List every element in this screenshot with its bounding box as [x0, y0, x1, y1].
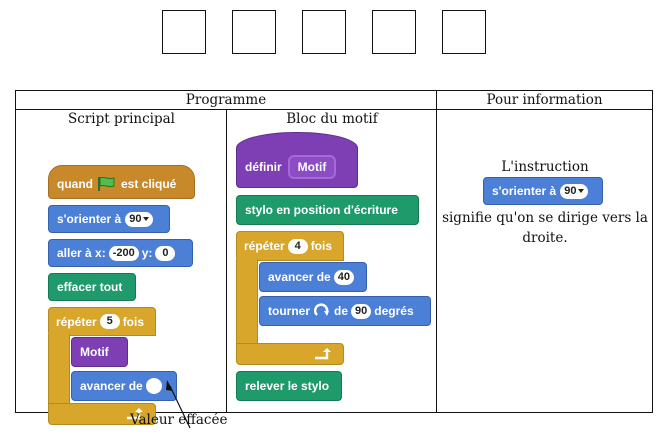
repeat-label-1: répéter: [56, 314, 97, 329]
green-flag-icon: [98, 176, 115, 191]
move-value-input[interactable]: [145, 378, 162, 394]
define-label: définir: [245, 160, 282, 174]
orient-dropdown[interactable]: 90: [125, 211, 154, 227]
define-motif-block[interactable]: définir Motif: [236, 132, 358, 188]
repeat-count-input[interactable]: 5: [99, 314, 120, 329]
info-dropdown: 90: [560, 183, 589, 199]
move-label: avancer de: [268, 270, 331, 284]
when-flag-clicked-block[interactable]: quand est cliqué: [48, 165, 195, 199]
info-line-1: L'instruction: [501, 159, 589, 175]
info-line-2: signifie qu'on se dirige vers la: [442, 210, 648, 226]
answer-square: [302, 10, 346, 54]
turn-block[interactable]: tourner de 90 degrés: [259, 296, 431, 326]
repeat-count-input[interactable]: 4: [287, 238, 308, 254]
answer-square: [372, 10, 416, 54]
motif-call-label: Motif: [80, 345, 109, 359]
orient-block[interactable]: s'orienter à 90: [48, 205, 170, 233]
turn-label-1: tourner: [268, 304, 310, 318]
repeat-block-bottom: [236, 343, 344, 365]
repeat-block-top[interactable]: [48, 307, 156, 336]
turn-value-input[interactable]: 90: [351, 303, 372, 319]
repeat-block-arm: [48, 334, 70, 406]
goto-xy-block[interactable]: aller à x: -200 y: 0: [48, 239, 193, 267]
dropdown-arrow-icon: [578, 188, 585, 193]
turn-label-2: de: [334, 304, 349, 318]
answer-square: [162, 10, 206, 54]
header-info: Pour information: [436, 90, 653, 110]
cell-script-principal: Script principal quand est cliqué s'orie…: [15, 109, 227, 429]
answer-square: [442, 10, 486, 54]
orient-label: s'orienter à: [57, 212, 122, 226]
info-orient-block: s'orienter à 90: [483, 177, 603, 205]
orient-value: 90: [129, 212, 142, 225]
flag-block-before: quand: [57, 177, 93, 191]
cell-bloc-motif: Bloc du motif définir Motif stylo en pos…: [226, 109, 437, 413]
info-block-label: s'orienter à: [492, 184, 557, 198]
pen-down-block[interactable]: stylo en position d'écriture: [236, 195, 419, 225]
program-table: Programme Pour information Script princi…: [15, 90, 653, 429]
repeat-label-1: répéter: [244, 239, 285, 253]
goto-y-label: y:: [141, 246, 153, 260]
pen-up-block[interactable]: relever le stylo: [236, 371, 342, 401]
dropdown-arrow-icon: [143, 216, 150, 221]
clear-block[interactable]: effacer tout: [48, 273, 136, 301]
motif-call-block[interactable]: Motif: [71, 337, 128, 367]
repeat-label-2: fois: [122, 314, 145, 329]
repeat-label-2: fois: [310, 239, 333, 253]
repeat-block-label: répéter 5 fois: [48, 307, 156, 336]
move-block[interactable]: avancer de: [71, 371, 177, 401]
define-name-field[interactable]: Motif: [287, 155, 337, 179]
move-value-input[interactable]: 40: [333, 269, 354, 285]
answer-square: [232, 10, 276, 54]
annotation-arrow-icon: [166, 380, 191, 429]
repeat-block-arm: [236, 259, 258, 347]
loop-arrow-icon: [315, 348, 331, 360]
pen-down-label: stylo en position d'écriture: [245, 203, 398, 217]
cell-info: L'instruction s'orienter à 90 signifie q…: [436, 109, 653, 413]
clear-label: effacer tout: [57, 280, 123, 294]
loop-arrow-icon: [127, 408, 143, 420]
repeat-block-label: répéter 4 fois: [236, 231, 344, 261]
pen-up-label: relever le stylo: [245, 379, 330, 393]
goto-label: aller à x:: [57, 246, 106, 260]
turn-label-3: degrés: [374, 304, 414, 318]
move-block[interactable]: avancer de 40: [259, 262, 367, 292]
answer-squares: [162, 10, 492, 56]
turn-right-icon: [314, 303, 329, 316]
goto-y-input[interactable]: 0: [155, 245, 176, 261]
header-programme: Programme: [15, 90, 437, 110]
subtitle-script: Script principal: [68, 111, 175, 127]
subtitle-bloc: Bloc du motif: [286, 111, 378, 127]
move-label: avancer de: [80, 379, 143, 393]
info-line-3: droite.: [522, 230, 568, 246]
annotation-label: Valeur effacée: [130, 412, 228, 428]
flag-block-after: est cliqué: [121, 177, 177, 191]
goto-x-input[interactable]: -200: [108, 245, 139, 261]
repeat-block-bottom: [48, 403, 156, 425]
info-block-value: 90: [564, 184, 577, 197]
